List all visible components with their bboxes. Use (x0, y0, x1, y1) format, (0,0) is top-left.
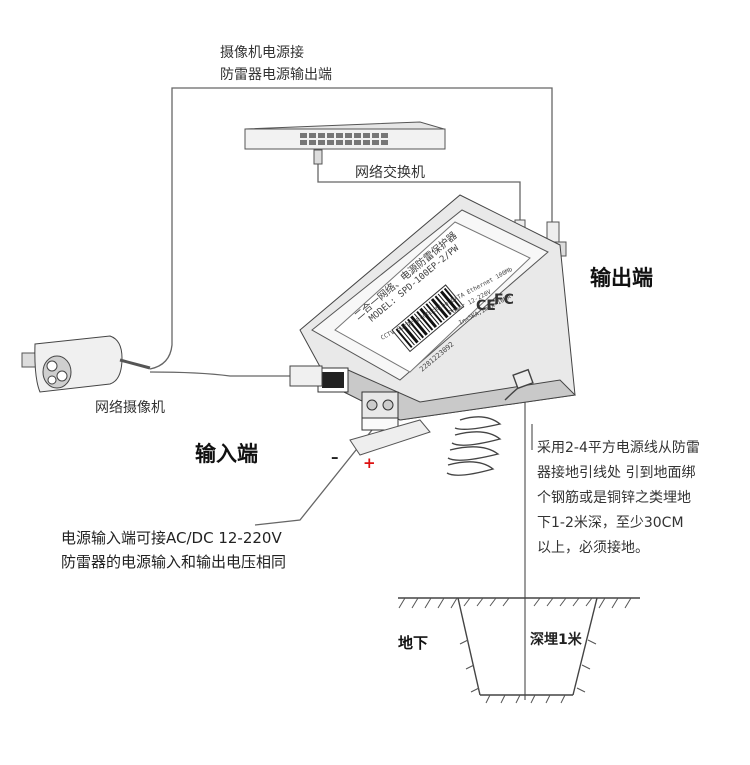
camera-power-label-line2: 防雷器电源输出端 (220, 64, 332, 84)
ground-note-line3: 个钢筋或是铜锌之类埋地 (537, 487, 691, 507)
ground-pit (398, 598, 640, 703)
output-terminal-label: 输出端 (590, 262, 653, 292)
ground-note-line2: 器接地引线处 引到地面绑 (537, 462, 695, 482)
camera-data-line (150, 372, 295, 376)
underground-label: 地下 (398, 632, 428, 653)
pit-wall-left (458, 598, 480, 695)
ground-note-line1: 采用2-4平方电源线从防雷 (537, 437, 700, 457)
camera-label: 网络摄像机 (95, 397, 165, 417)
ground-note-line4: 下1-2米深，至少30CM (537, 512, 684, 532)
power-input-note-line2: 防雷器的电源输入和输出电压相同 (61, 551, 286, 572)
surge-protector: 二合一网络、电源防雷保护器 MODEL: SPD-100EP-2/PW CCTV… (290, 195, 575, 455)
network-switch (245, 122, 445, 164)
switch-label: 网络交换机 (355, 162, 425, 182)
burial-depth-label: 深埋1米 (530, 629, 582, 649)
ce-mark: CE (476, 298, 496, 314)
positive-terminal-label: + (363, 454, 376, 472)
input-terminal-label: 输入端 (195, 438, 258, 468)
rj45-plug (290, 366, 322, 386)
power-input-note-line1: 电源输入端可接AC/DC 12-220V (61, 527, 282, 548)
negative-terminal-label: – (331, 448, 339, 466)
network-camera (22, 336, 150, 392)
fc-mark: FC (494, 292, 514, 308)
ground-note-line5: 以上，必须接地。 (537, 537, 649, 557)
camera-power-label-line1: 摄像机电源接 (220, 42, 304, 62)
